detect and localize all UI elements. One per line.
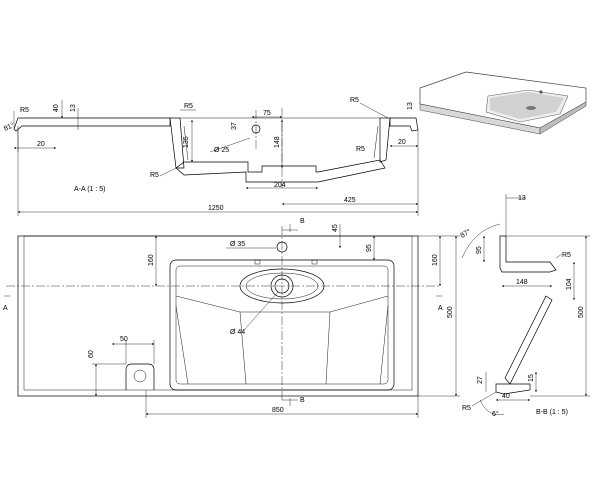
plan-section-b-top: B (300, 218, 305, 225)
dim-50: 50 (120, 336, 128, 343)
section-bb-angle-arc-top (461, 223, 501, 259)
iso-render-side (539, 101, 587, 135)
dim-13-right: 13 (407, 102, 414, 110)
dim-160-left: 160 (148, 254, 155, 266)
dim-37: 37 (231, 122, 238, 130)
iso-render-basin (485, 89, 569, 123)
dim-6: 6° (492, 410, 499, 418)
dim-850: 850 (272, 407, 284, 414)
dim-40-bb: 40 (502, 393, 510, 400)
section-aa-basin-left-wall (169, 117, 185, 169)
plan-section-a-left: A (3, 305, 8, 312)
plan-view: B B A A Ø 35 45 95 160 160 Ø 44 50 60 85… (3, 218, 460, 418)
section-bb-top-profile (499, 235, 557, 273)
dim-40: 40 (53, 104, 60, 112)
dim-r5-top-bb: R5 (562, 252, 571, 259)
dim-75: 75 (263, 110, 271, 117)
dim-dia44: Ø 44 (230, 329, 245, 336)
dim-r5-top-right: R5 (350, 97, 359, 104)
section-b-mark-top (282, 224, 298, 232)
section-bb: 87° 13 95 R5 148 104 500 27 15 40 6° R5 … (459, 194, 590, 418)
plan-inner-edge (23, 235, 413, 391)
dim-148: 148 (274, 136, 281, 148)
dim-r5-left: R5 (20, 107, 29, 114)
dim-27: 27 (477, 376, 484, 384)
dim-line (471, 391, 497, 407)
section-aa-inner-lines (183, 125, 379, 161)
section-bb-angle-arc-bottom (479, 399, 505, 415)
dim-line (359, 102, 389, 119)
dim-line (159, 167, 177, 177)
dim-line (243, 291, 279, 331)
iso-render-drain (526, 106, 536, 110)
dim-r5-bottom-bb: R5 (462, 405, 471, 412)
section-aa: R5 40 13 81° 20 R5 75 37 135 148 Ø 25 R5… (2, 97, 419, 216)
section-aa-basin-bottom (175, 159, 386, 183)
dim-20-left: 20 (37, 141, 45, 148)
dim-81: 81° (2, 121, 15, 133)
plan-marker (254, 259, 261, 265)
dim-line (209, 137, 251, 153)
iso-render (419, 71, 587, 135)
section-aa-deck-right (389, 117, 419, 132)
plan-basin-slope-lines (175, 295, 389, 385)
plan-overflow-circle (133, 369, 147, 383)
section-aa-deck-left (13, 117, 171, 132)
dim-r5-basin: R5 (184, 103, 193, 110)
dim-dia25: Ø 25 (214, 147, 229, 154)
dim-r5-bottom-right: R5 (356, 146, 365, 153)
dim-1250: 1250 (208, 205, 224, 212)
dim-13-bb: 13 (518, 195, 526, 202)
iso-render-tap-hole (539, 90, 543, 94)
dim-87: 87° (459, 227, 472, 239)
dim-95-bb: 95 (476, 246, 483, 254)
dim-135: 135 (183, 136, 190, 148)
dim-13-left: 13 (70, 104, 77, 112)
dim-95: 95 (366, 244, 373, 252)
dim-r5-bottom: R5 (150, 172, 159, 179)
dim-15: 15 (528, 374, 535, 382)
plan-overflow-slot (125, 363, 155, 390)
section-bb-title: B-B (1 : 5) (536, 409, 568, 416)
dim-104: 104 (566, 278, 573, 290)
dim-60: 60 (88, 350, 95, 358)
dim-148-bb: 148 (516, 279, 528, 286)
section-b-mark-bottom (282, 398, 298, 406)
plan-marker (311, 259, 318, 265)
dim-line (555, 253, 563, 259)
dim-45: 45 (332, 224, 339, 232)
section-bb-foot (495, 383, 531, 395)
dim-204: 204 (274, 182, 286, 189)
plan-section-b-bottom: B (300, 397, 305, 404)
dim-425: 425 (344, 197, 356, 204)
iso-render-basin-shade (490, 92, 564, 119)
dim-20-right: 20 (398, 139, 406, 146)
dim-160-right: 160 (432, 254, 439, 266)
plan-section-a-right: A (438, 305, 443, 312)
section-bb-sloped-wall (504, 295, 553, 385)
section-aa-basin-right-wall (379, 117, 391, 163)
dim-500-plan: 500 (447, 306, 454, 318)
section-aa-title: A-A (1 : 5) (74, 186, 106, 193)
dim-dia35: Ø 35 (230, 241, 245, 248)
dim-500-bb: 500 (578, 306, 585, 318)
